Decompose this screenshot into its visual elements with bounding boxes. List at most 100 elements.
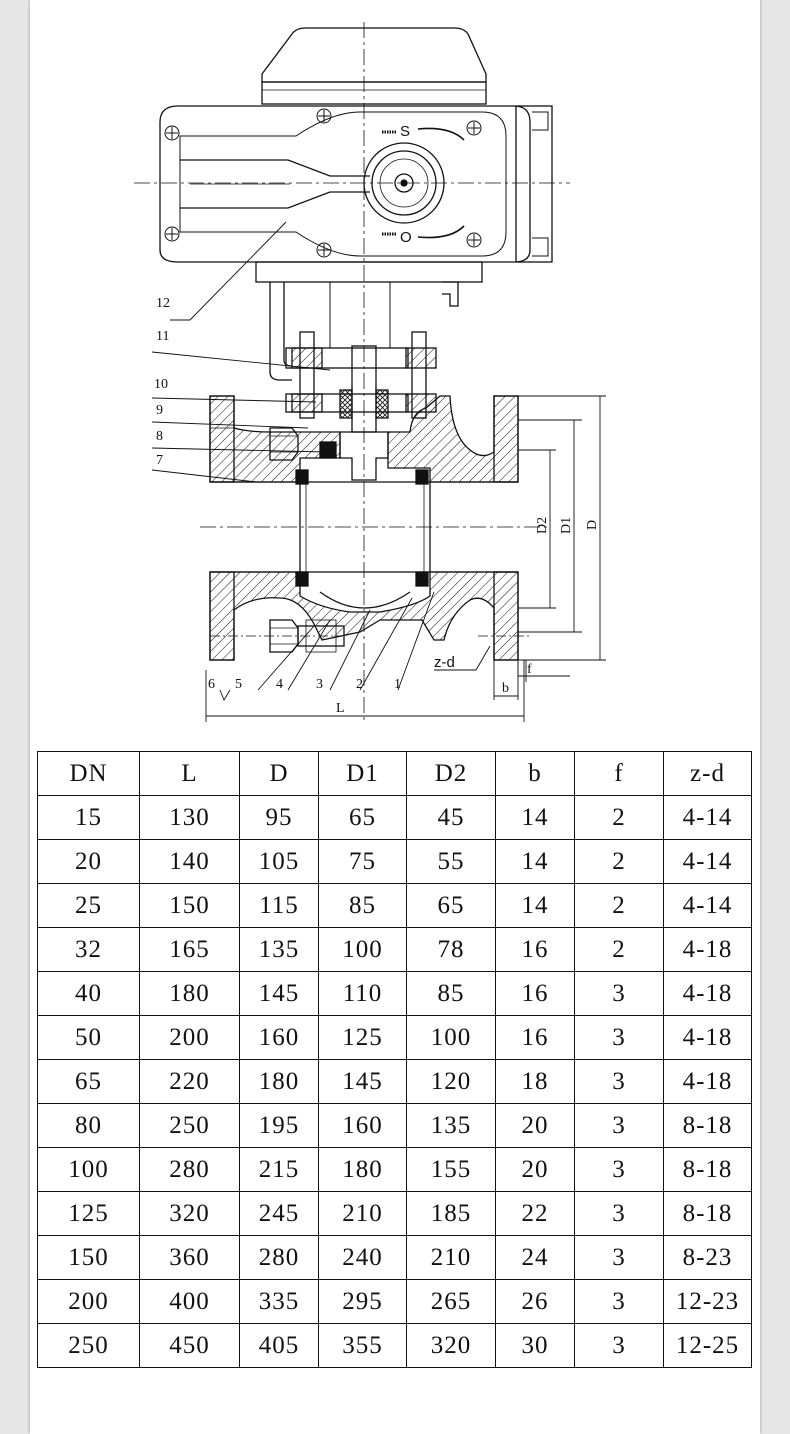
table-cell: 100 (318, 927, 407, 972)
mark-open: O (400, 229, 412, 246)
callout-8: 8 (156, 429, 163, 444)
table-cell: 130 (139, 795, 240, 840)
table-cell: 8-18 (663, 1103, 752, 1148)
table-cell: 22 (495, 1191, 575, 1236)
table-cell: 150 (139, 883, 240, 928)
table-cell: 100 (406, 1015, 496, 1060)
table-cell: 3 (574, 1191, 664, 1236)
dim-label-zd: z-d (434, 654, 455, 671)
table-cell: 14 (495, 795, 575, 840)
dim-label-D: D (585, 520, 600, 530)
table-cell: 80 (37, 1103, 140, 1148)
column-header: f (574, 751, 664, 796)
table-cell: 3 (574, 1279, 664, 1324)
column-header: z-d (663, 751, 752, 796)
table-cell: 16 (495, 971, 575, 1016)
table-cell: 40 (37, 971, 140, 1016)
column-header: D2 (406, 751, 496, 796)
table-cell: 185 (406, 1191, 496, 1236)
table-cell: 180 (318, 1147, 407, 1192)
column-header: L (139, 751, 240, 796)
table-cell: 140 (139, 839, 240, 884)
table-cell: 4-18 (663, 927, 752, 972)
column-header: D1 (318, 751, 407, 796)
table-cell: 160 (318, 1103, 407, 1148)
table-cell: 120 (406, 1059, 496, 1104)
table-cell: 100 (37, 1147, 140, 1192)
table-cell: 4-18 (663, 1059, 752, 1104)
table-cell: 3 (574, 1103, 664, 1148)
table-cell: 16 (495, 927, 575, 972)
table-cell: 210 (318, 1191, 407, 1236)
dimension-labels: L D D1 D2 b f z-d S O (336, 123, 600, 716)
table-cell: 180 (239, 1059, 319, 1104)
table-cell: 210 (406, 1235, 496, 1280)
table-cell: 3 (574, 1235, 664, 1280)
table-cell: 110 (318, 971, 407, 1016)
table-cell: 405 (239, 1323, 319, 1368)
table-cell: 200 (37, 1279, 140, 1324)
table-cell: 320 (139, 1191, 240, 1236)
table-cell: 25 (37, 883, 140, 928)
table-cell: 75 (318, 839, 407, 884)
callout-1: 1 (394, 677, 401, 692)
column-header: DN (37, 751, 140, 796)
table-cell: 16 (495, 1015, 575, 1060)
table-cell: 135 (239, 927, 319, 972)
table-cell: 24 (495, 1235, 575, 1280)
housing-bolts (164, 108, 482, 258)
table-cell: 14 (495, 883, 575, 928)
dimension-lines (205, 395, 606, 722)
table-cell: 2 (574, 883, 664, 928)
table-cell: 240 (318, 1235, 407, 1280)
table-cell: 85 (406, 971, 496, 1016)
table-cell: 155 (406, 1147, 496, 1192)
callout-6: 6 (208, 677, 215, 692)
table-cell: 8-18 (663, 1191, 752, 1236)
table-cell: 165 (139, 927, 240, 972)
actuator-housing (159, 105, 553, 283)
table-cell: 150 (37, 1235, 140, 1280)
table-cell: 55 (406, 839, 496, 884)
callout-12: 12 (156, 296, 170, 311)
table-cell: 265 (406, 1279, 496, 1324)
table-cell: 250 (37, 1323, 140, 1368)
table-cell: 145 (318, 1059, 407, 1104)
table-cell: 12-23 (663, 1279, 752, 1324)
table-cell: 145 (239, 971, 319, 1016)
actuator-top-cover (261, 27, 487, 105)
table-cell: 355 (318, 1323, 407, 1368)
table-cell: 295 (318, 1279, 407, 1324)
dim-label-D2: D2 (535, 517, 550, 534)
table-cell: 200 (139, 1015, 240, 1060)
table-cell: 95 (239, 795, 319, 840)
table-cell: 220 (139, 1059, 240, 1104)
table-cell: 65 (406, 883, 496, 928)
table-cell: 26 (495, 1279, 575, 1324)
column-header: D (239, 751, 319, 796)
table-cell: 15 (37, 795, 140, 840)
table-cell: 20 (495, 1147, 575, 1192)
table-cell: 8-18 (663, 1147, 752, 1192)
dim-label-b: b (502, 681, 509, 696)
table-cell: 4-14 (663, 839, 752, 884)
table-cell: 105 (239, 839, 319, 884)
callout-10: 10 (154, 377, 168, 392)
table-cell: 2 (574, 795, 664, 840)
table-cell: 115 (239, 883, 319, 928)
dim-label-f: f (527, 662, 532, 677)
table-cell: 2 (574, 927, 664, 972)
table-cell: 2 (574, 839, 664, 884)
valve-drawing: 12 11 10 9 8 7 6 5 4 3 2 1 L D D1 D2 b f… (30, 0, 760, 740)
table-cell: 4-18 (663, 971, 752, 1016)
